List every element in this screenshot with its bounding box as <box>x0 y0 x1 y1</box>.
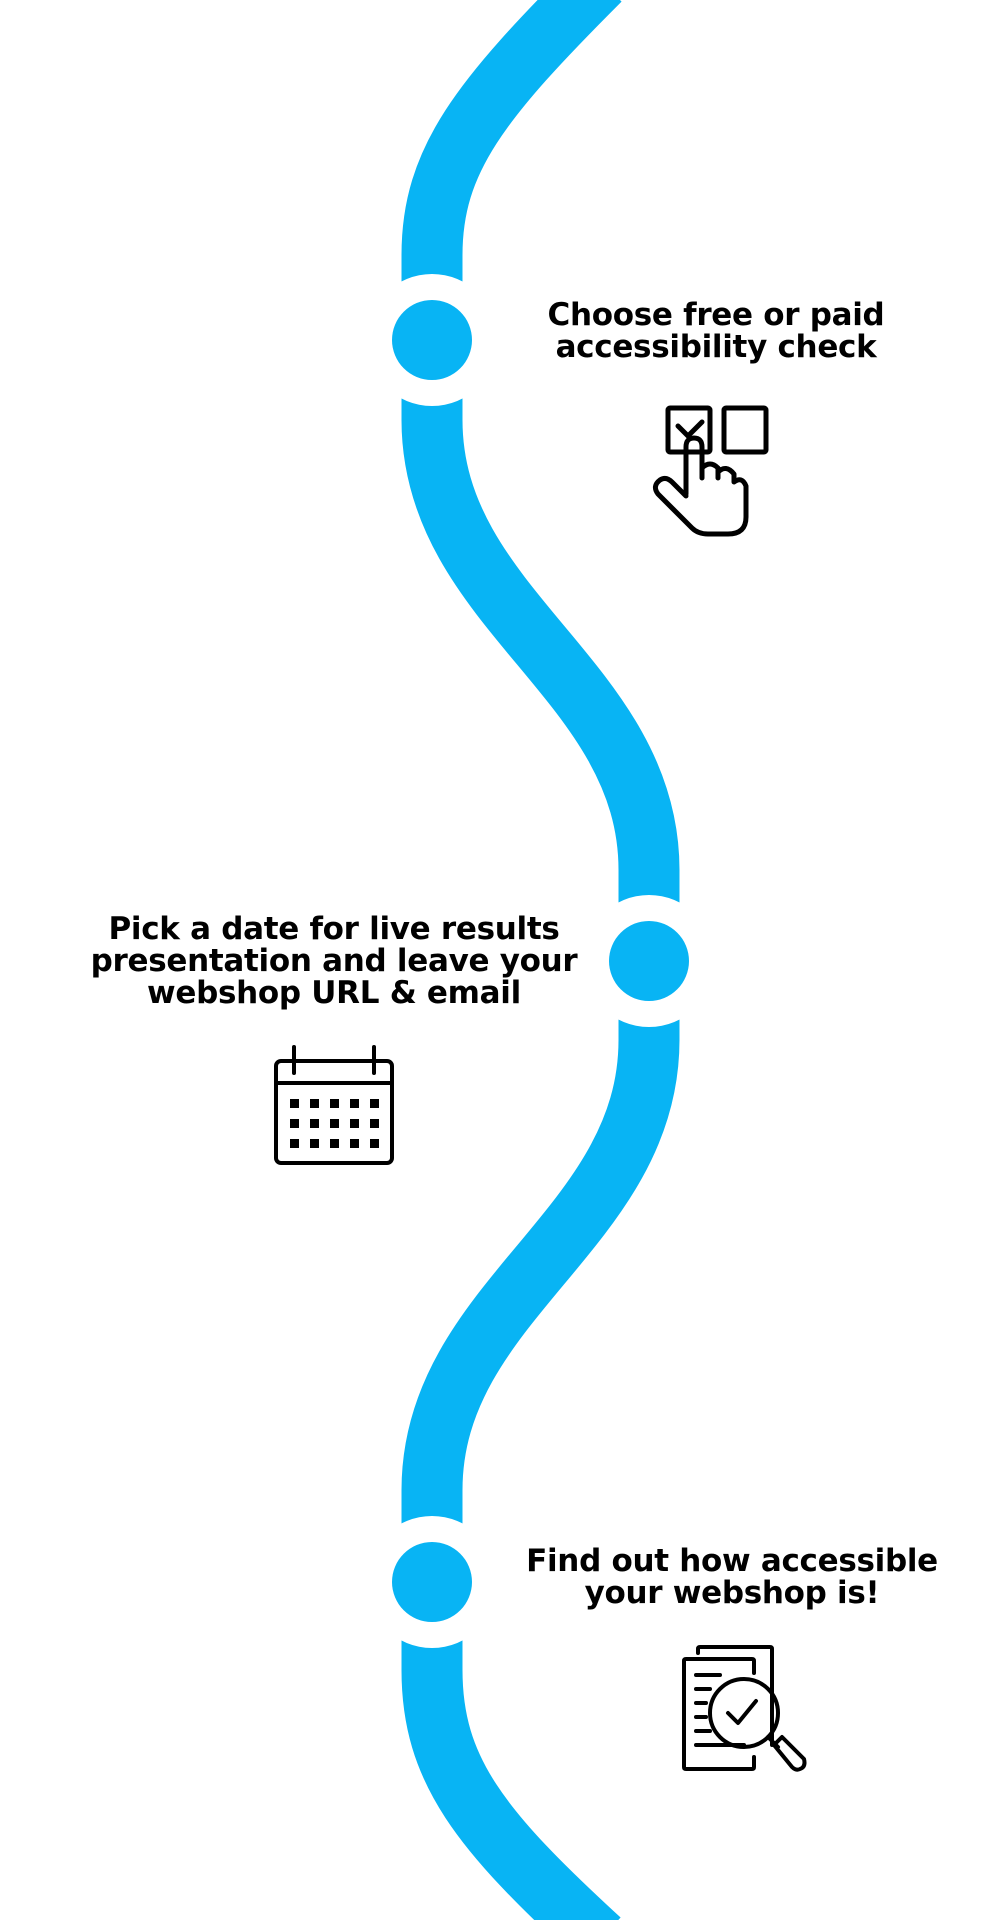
title-line: presentation and leave your <box>90 943 578 979</box>
calendar-icon <box>274 1045 394 1165</box>
step-marker-1 <box>392 300 472 380</box>
step-3-title: Find out how accessible your webshop is! <box>526 1545 938 1609</box>
title-line: Choose free or paid <box>547 297 885 333</box>
title-line: webshop URL & email <box>147 975 521 1011</box>
document-search-check-icon <box>682 1645 807 1772</box>
step-2-title: Pick a date for live results presentatio… <box>91 913 578 1009</box>
step-marker-3 <box>392 1542 472 1622</box>
title-line: your webshop is! <box>584 1575 880 1611</box>
title-line: accessibility check <box>555 329 877 365</box>
title-line: Find out how accessible <box>526 1543 938 1579</box>
checkbox-hand-icon <box>652 405 769 537</box>
step-marker-2 <box>609 921 689 1001</box>
step-1-title: Choose free or paid accessibility check <box>548 299 885 363</box>
title-line: Pick a date for live results <box>108 911 560 947</box>
